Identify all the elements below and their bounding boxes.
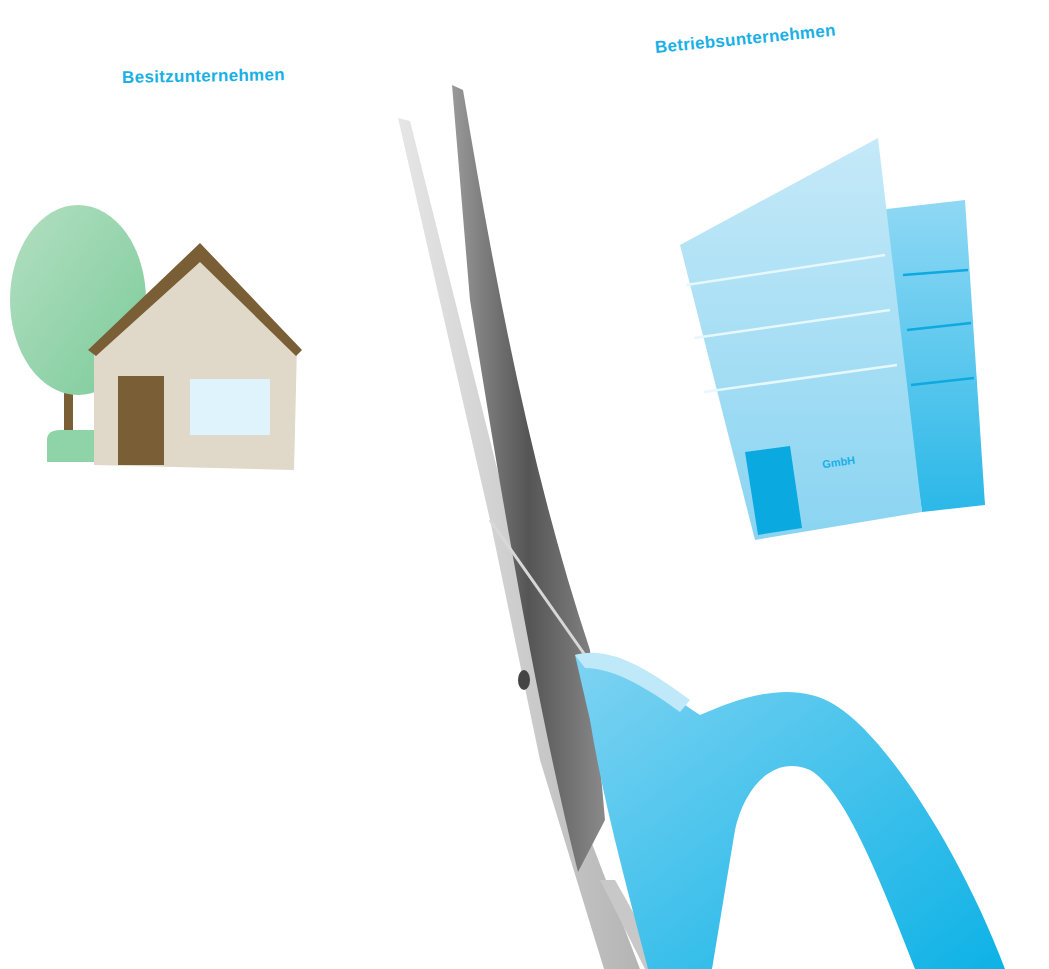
company-label: Betriebsunternehmen bbox=[654, 21, 836, 58]
scissors bbox=[398, 85, 1005, 969]
office-building bbox=[680, 138, 985, 540]
house bbox=[88, 243, 302, 470]
company-label: Besitzunternehmen bbox=[122, 65, 285, 88]
